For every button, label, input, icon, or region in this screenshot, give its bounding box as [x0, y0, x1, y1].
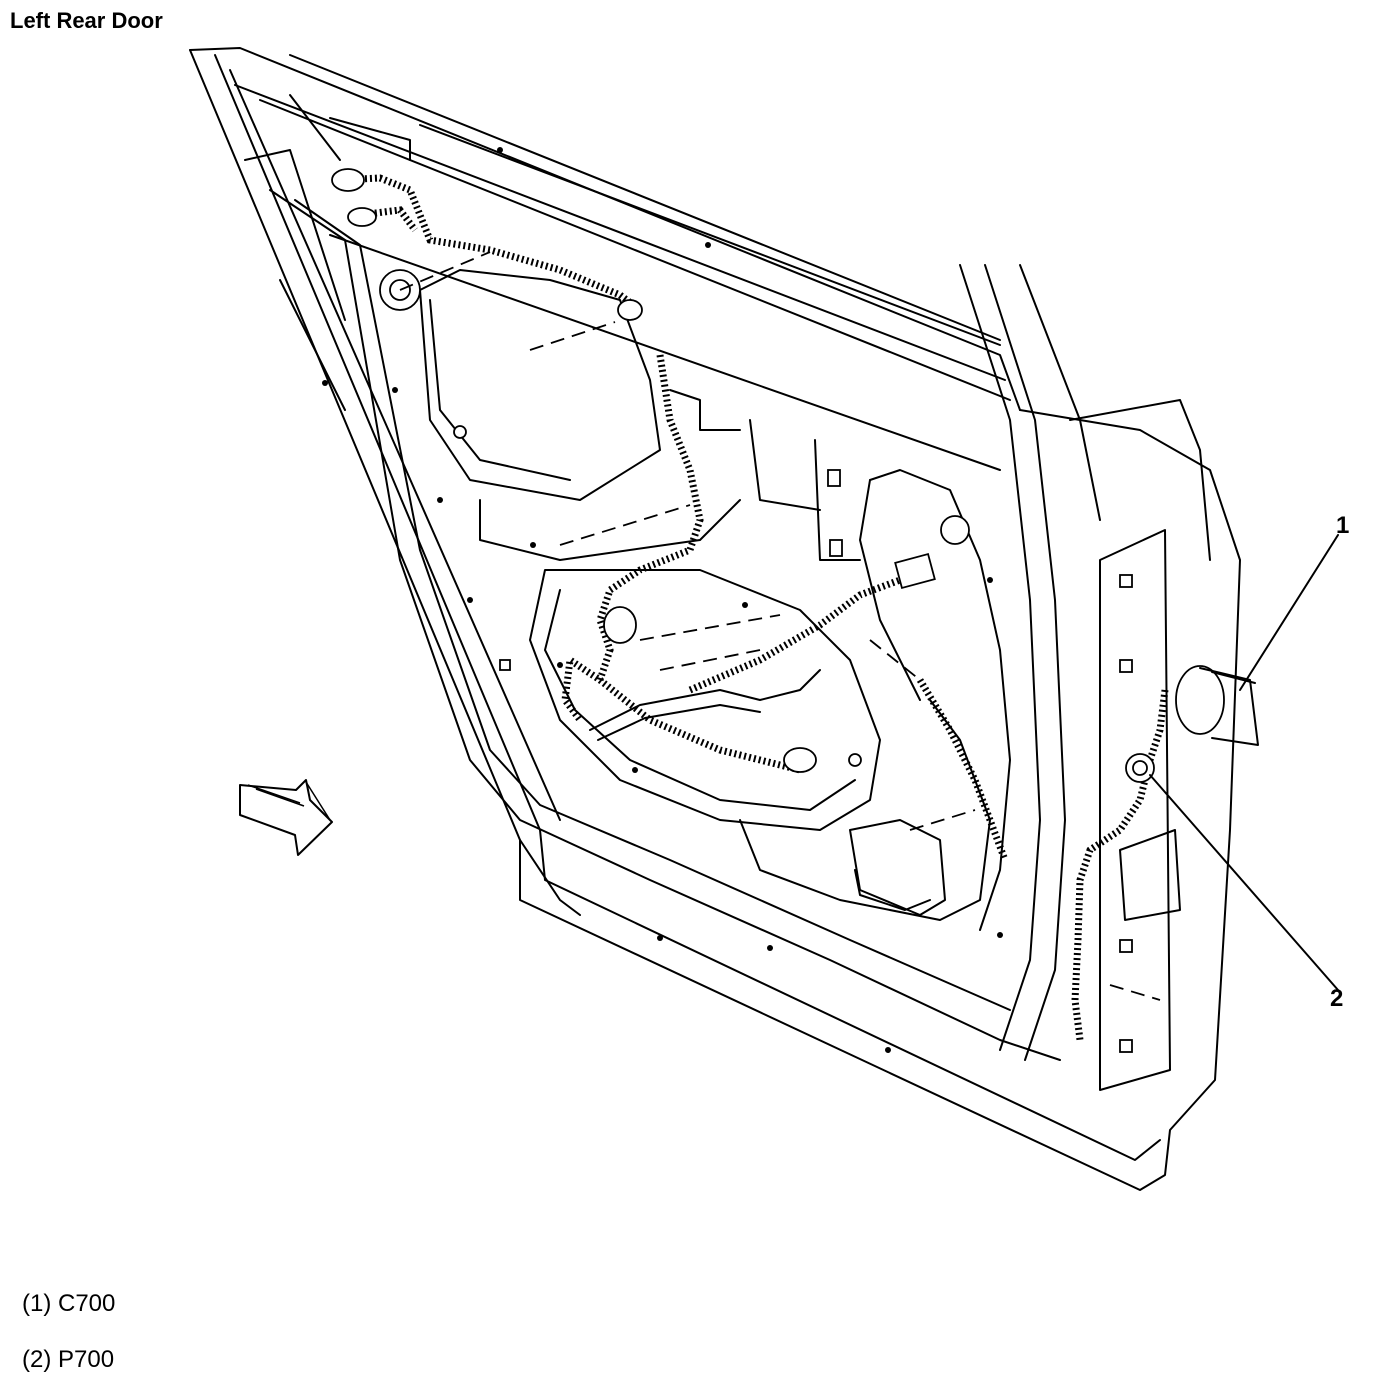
legend-item-p700: (2) P700	[22, 1346, 115, 1373]
hinge-pillar	[959, 264, 1211, 1091]
callout-1-number: 1	[1336, 512, 1349, 539]
connector-c700	[1175, 665, 1259, 746]
callout-legend: (1) C700 (2) P700	[22, 1276, 115, 1388]
inner-panel	[269, 189, 1061, 1061]
door-outer-frame	[189, 47, 1241, 1191]
callout-2-number: 2	[1330, 985, 1343, 1012]
harness-connectors	[331, 168, 936, 773]
view-direction-arrow-icon	[239, 779, 333, 856]
callout-leaders	[1149, 534, 1339, 991]
diagram-title: Left Rear Door	[10, 8, 163, 33]
grommet-p700	[1125, 753, 1155, 783]
installation-guides	[399, 251, 1161, 1001]
legend-item-c700: (1) C700	[22, 1290, 116, 1317]
door-wiring-harness	[339, 174, 1169, 1041]
